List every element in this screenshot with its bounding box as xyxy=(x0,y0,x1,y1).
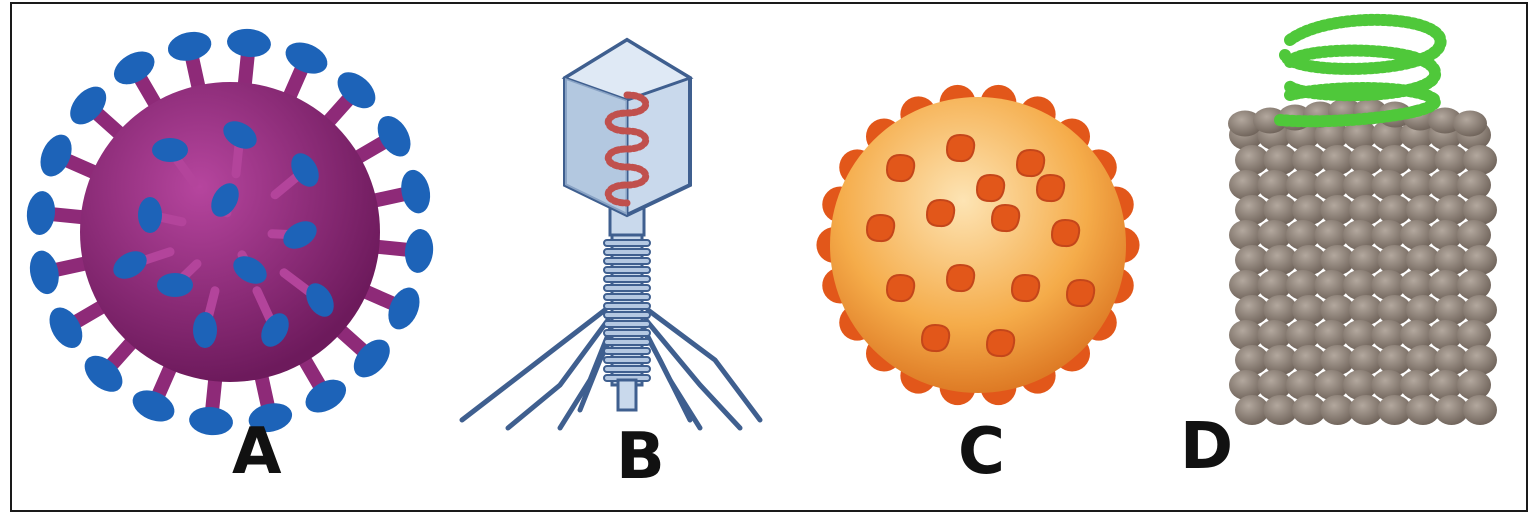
virus-d-illustration xyxy=(1228,20,1497,425)
label-b: B xyxy=(616,425,665,489)
virus-c-body xyxy=(830,97,1126,393)
label-d: D xyxy=(1180,415,1233,479)
virus-b-bacteriophage xyxy=(462,40,760,428)
label-a: A xyxy=(232,420,282,484)
virus-a-illustration xyxy=(25,27,435,437)
virus-c-illustration xyxy=(816,85,1139,405)
label-c: C xyxy=(958,420,1005,484)
